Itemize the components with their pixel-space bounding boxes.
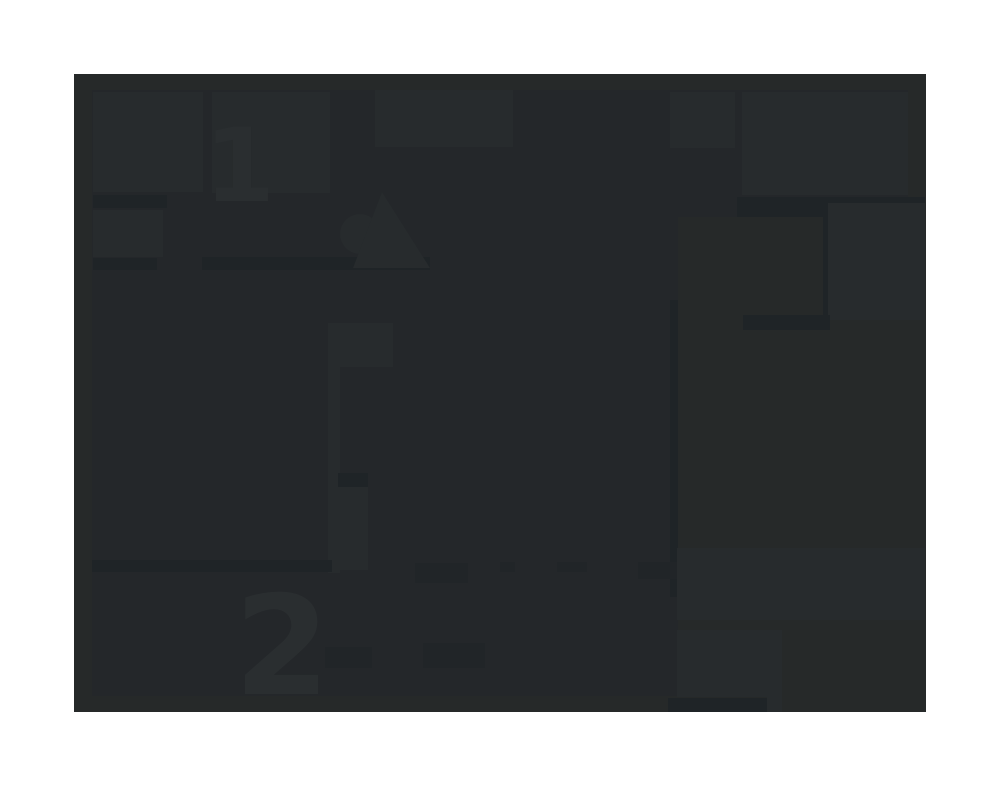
faint-card-top-middle [375, 90, 513, 147]
faint-text-strip [743, 315, 830, 330]
faint-chip [557, 562, 587, 572]
faint-chip [415, 563, 468, 583]
faint-chip [423, 643, 485, 668]
faint-numeral-2: 2 [234, 566, 331, 713]
faint-chip [638, 562, 678, 579]
faint-vertical-divider [670, 300, 678, 597]
faint-panel-bottom-right [677, 548, 925, 620]
dimmed-screen: 1 2 [74, 74, 926, 712]
faint-card-top-second [212, 92, 330, 193]
faint-small-panel [93, 210, 163, 257]
faint-card-top-right-large [742, 92, 908, 195]
faint-vertical-strip [328, 323, 340, 573]
faint-numeral-1: 1 [204, 107, 275, 226]
faint-panel-right [828, 203, 925, 320]
faint-vertical-strip [340, 487, 368, 570]
faint-blob-shape [340, 192, 430, 268]
faint-text-strip [93, 258, 157, 270]
faint-panel-bottom [677, 630, 767, 697]
faint-vertical-strip [767, 630, 782, 712]
faint-chip [500, 562, 515, 572]
faint-divider-line [823, 203, 828, 320]
faint-card-top-right-small [670, 92, 735, 148]
faint-small-card [340, 323, 393, 367]
faint-text-strip [338, 473, 368, 487]
faint-chip [325, 647, 372, 668]
faint-text-strip [92, 560, 332, 572]
faint-text-strip [668, 698, 767, 712]
faint-card-top-left [93, 92, 203, 192]
faint-text-strip [93, 195, 167, 208]
